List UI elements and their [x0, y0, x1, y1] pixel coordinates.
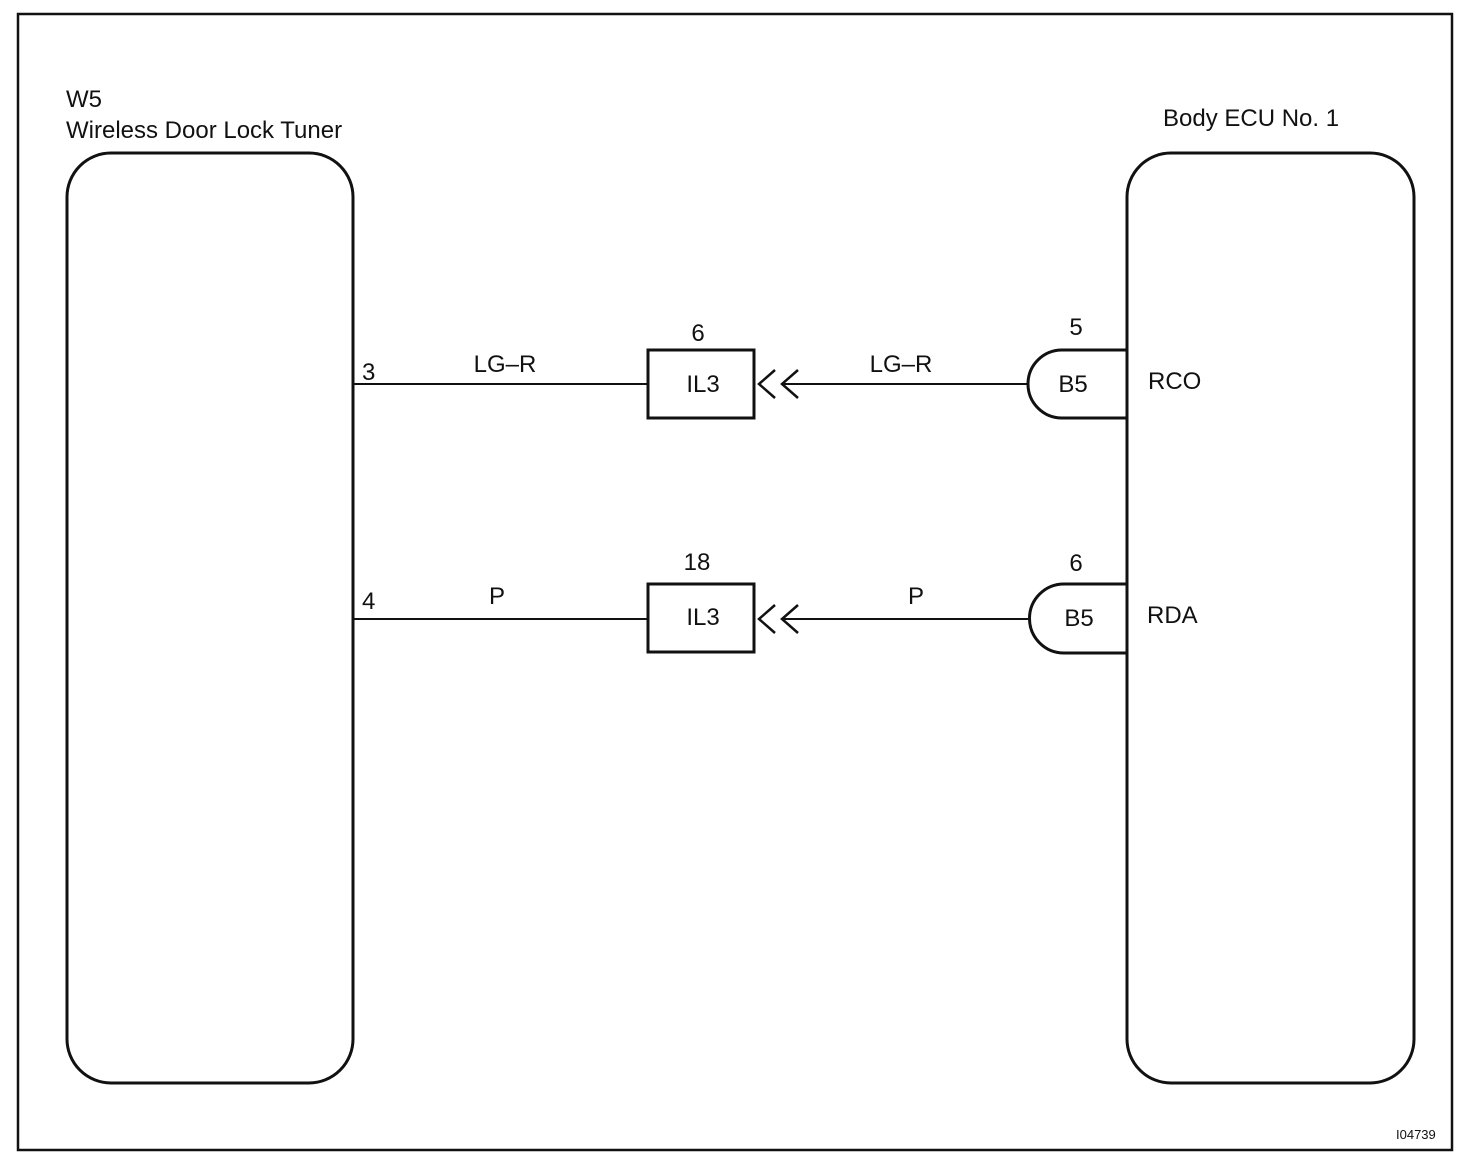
tuner-name: Wireless Door Lock Tuner [66, 117, 343, 144]
wire-color-left-2: P [488, 583, 506, 610]
ecu-pin-1: 5 [1069, 314, 1083, 341]
wire-color-right-1: LG–R [869, 351, 933, 378]
connector-arrow-2a [757, 604, 776, 634]
tuner-body [65, 151, 355, 1085]
wire-color-right-2: P [907, 583, 925, 610]
tuner-pin-1: 3 [362, 359, 376, 386]
junction-pin-2: 18 [683, 549, 711, 576]
ecu-signal-1: RCO [1148, 368, 1202, 395]
ecu-connector-label-1: B5 [1058, 371, 1088, 398]
junction-pin-1: 6 [691, 320, 705, 347]
ecu-connector-label-2: B5 [1064, 605, 1094, 632]
junction-box-1 [646, 348, 756, 420]
circuit-2 [353, 582, 1129, 655]
connector-arrow-1a [757, 369, 776, 399]
ecu-name: Body ECU No. 1 [1163, 105, 1340, 132]
junction-box-2 [646, 582, 756, 654]
circuit-1 [353, 348, 1129, 420]
ecu-signal-2: RDA [1147, 602, 1198, 629]
wire-color-left-1: LG–R [473, 351, 537, 378]
ecu-connector-1 [1026, 348, 1129, 420]
ecu-connector-2 [1028, 582, 1129, 655]
diagram-frame [16, 12, 1454, 1152]
ecu-pin-2: 6 [1069, 550, 1083, 577]
tuner-pin-2: 4 [362, 588, 376, 615]
junction-label-2: IL3 [686, 604, 720, 631]
tuner-code: W5 [66, 86, 102, 113]
figure-id: I04739 [1396, 1127, 1436, 1142]
junction-label-1: IL3 [686, 371, 720, 398]
